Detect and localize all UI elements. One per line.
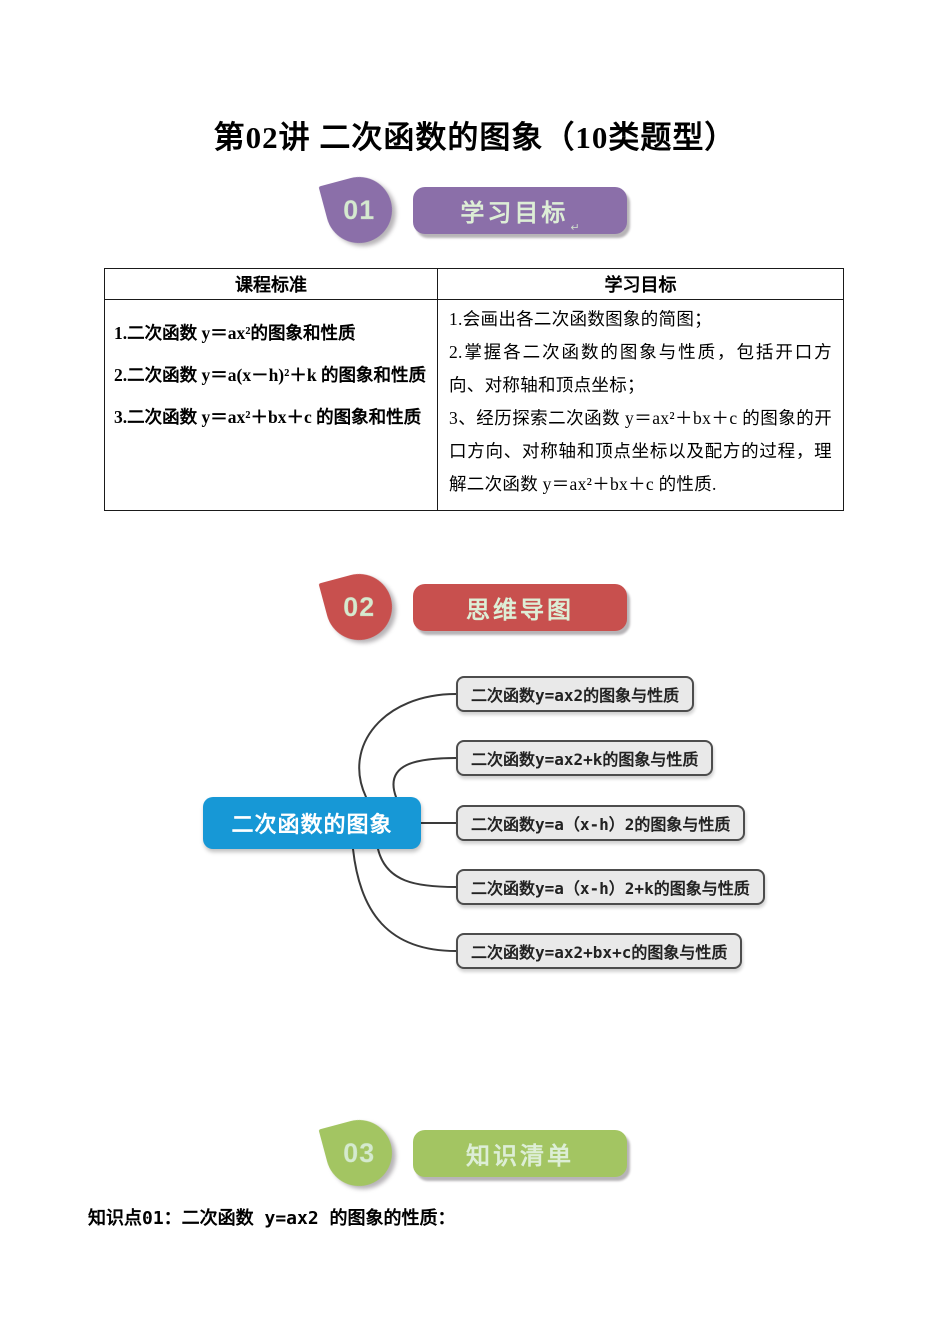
section-banner-02: 02 思维导图	[318, 566, 627, 648]
knowledge-point-heading: 知识点01：二次函数 y=ax2 的图象的性质：	[88, 1208, 456, 1229]
goal-item-2: 2.掌握各二次函数的图象与性质，包括开口方向、对称轴和顶点坐标；	[449, 342, 832, 395]
section-title-pill: 知识清单	[413, 1129, 627, 1177]
connector-branch-2	[392, 757, 457, 798]
mindmap-branch-node: 二次函数y=a（x-h）2+k的图象与性质	[456, 869, 765, 905]
mindmap-connectors	[352, 693, 457, 952]
section-number: 03	[342, 1137, 376, 1168]
mindmap: 二次函数的图象 二次函数y=ax2的图象与性质 二次函数y=ax2+k的图象与性…	[180, 660, 780, 990]
mindmap-branch-node: 二次函数y=ax2的图象与性质	[456, 676, 695, 712]
connector-branch-5	[352, 848, 457, 952]
page-title: 第02讲 二次函数的图象（10类题型）	[213, 120, 737, 155]
table-header-curriculum-label: 课程标准	[235, 275, 307, 295]
curriculum-item-3: 3.二次函数 y＝ax²＋bx＋c 的图象和性质	[114, 407, 422, 427]
mindmap-branch-node: 二次函数y=ax2+k的图象与性质	[456, 740, 714, 776]
section-number: 02	[342, 591, 376, 622]
table-header-goals: 学习目标	[438, 269, 843, 300]
goal-item-3: 3、经历探索二次函数 y＝ax²＋bx＋c 的图象的开口方向、对称轴和顶点坐标以…	[449, 408, 832, 494]
section-title-label: 思维导图	[466, 596, 574, 624]
section-banner-03: 03 知识清单	[318, 1112, 627, 1194]
mindmap-root-node: 二次函数的图象	[203, 797, 421, 849]
section-title-label: 知识清单	[466, 1142, 574, 1170]
connector-branch-1	[358, 693, 457, 798]
table-header-curriculum: 课程标准	[105, 269, 438, 300]
section-number: 01	[342, 194, 376, 225]
curriculum-item-1: 1.二次函数 y＝ax²的图象和性质	[114, 323, 356, 343]
section-title-pill: 思维导图	[413, 583, 627, 631]
mindmap-branch-node: 二次函数y=a（x-h）2的图象与性质	[456, 805, 746, 841]
objectives-table: 课程标准 学习目标 1.二次函数 y＝ax²的图象和性质 2.二次函数 y＝a(…	[104, 268, 844, 511]
section-number-badge: 02	[318, 566, 400, 648]
learning-goals-cell: 1.会画出各二次函数图象的简图； 2.掌握各二次函数的图象与性质，包括开口方向、…	[438, 300, 843, 510]
table-header-goals-label: 学习目标	[604, 275, 677, 295]
curriculum-standards-cell: 1.二次函数 y＝ax²的图象和性质 2.二次函数 y＝a(x－h)²＋k 的图…	[105, 300, 438, 510]
section-number-badge: 01	[318, 169, 400, 251]
curriculum-item-2: 2.二次函数 y＝a(x－h)²＋k 的图象和性质	[114, 365, 426, 385]
return-mark: ↵	[570, 220, 580, 234]
goal-item-1: 1.会画出各二次函数图象的简图；	[449, 309, 712, 329]
mindmap-branch-node: 二次函数y=ax2+bx+c的图象与性质	[456, 933, 743, 969]
connector-branch-4	[377, 848, 457, 888]
section-title-label: 学习目标	[460, 199, 569, 227]
section-banner-01: 01 学习目标 ↵	[318, 169, 627, 251]
section-number-badge: 03	[318, 1112, 400, 1194]
section-title-pill: 学习目标 ↵	[413, 186, 627, 234]
